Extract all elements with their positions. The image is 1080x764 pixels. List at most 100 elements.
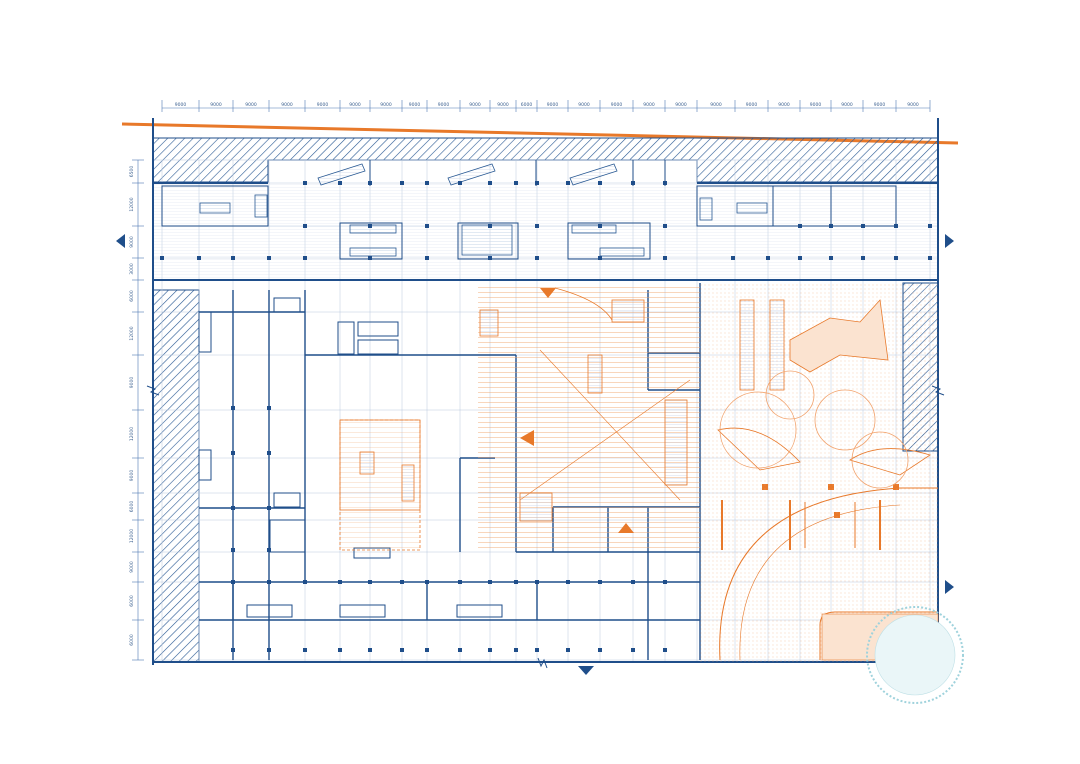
column xyxy=(197,256,201,260)
column xyxy=(631,648,635,652)
left-dimension-label: 9000 xyxy=(129,236,135,248)
column xyxy=(338,648,342,652)
column xyxy=(488,256,492,260)
left-dimension-label: 12000 xyxy=(129,529,135,543)
top-dimension-label: 6000 xyxy=(521,102,533,108)
top-dimension-label: 9000 xyxy=(710,102,722,108)
column xyxy=(267,451,271,455)
column xyxy=(267,548,271,552)
top-dimension-label: 9000 xyxy=(317,102,329,108)
top-dimension-label: 9000 xyxy=(746,102,758,108)
column xyxy=(303,256,307,260)
column xyxy=(829,224,833,228)
column xyxy=(400,181,404,185)
column xyxy=(566,648,570,652)
column xyxy=(861,224,865,228)
east-plaza xyxy=(700,283,939,662)
left-dimension-label: 12000 xyxy=(129,326,135,340)
left-dimension-label: 6500 xyxy=(129,166,135,178)
external-tree-inner xyxy=(874,614,956,696)
column xyxy=(928,256,932,260)
column xyxy=(663,580,667,584)
column xyxy=(458,648,462,652)
top-dimension-label: 9000 xyxy=(874,102,886,108)
top-dimension-label: 9000 xyxy=(578,102,590,108)
column xyxy=(598,224,602,228)
column xyxy=(231,406,235,410)
column xyxy=(798,256,802,260)
top-dimension-label: 9000 xyxy=(438,102,450,108)
section-marker-bottom-center xyxy=(578,666,594,675)
top-dimension-label: 9000 xyxy=(611,102,623,108)
column xyxy=(267,406,271,410)
column xyxy=(598,256,602,260)
column xyxy=(598,181,602,185)
left-dimension-label: 9000 xyxy=(129,470,135,482)
column xyxy=(303,580,307,584)
column xyxy=(303,648,307,652)
column xyxy=(368,256,372,260)
column xyxy=(458,580,462,584)
section-marker-right-upper xyxy=(945,234,954,248)
left-dimension-column: 6500120009000300060001200090001200090006… xyxy=(129,159,144,661)
top-dimension-label: 9000 xyxy=(469,102,481,108)
column xyxy=(731,256,735,260)
column xyxy=(267,506,271,510)
top-dimension-label: 9000 xyxy=(409,102,421,108)
top-dimension-label: 9000 xyxy=(175,102,187,108)
top-dimension-label: 9000 xyxy=(778,102,790,108)
north-escalators xyxy=(199,163,768,257)
column xyxy=(631,181,635,185)
column xyxy=(458,181,462,185)
column xyxy=(829,256,833,260)
column xyxy=(400,648,404,652)
top-dimension-label: 9000 xyxy=(810,102,822,108)
column xyxy=(663,648,667,652)
left-dimension-label: 6000 xyxy=(129,290,135,302)
column xyxy=(231,648,235,652)
column xyxy=(488,580,492,584)
column xyxy=(368,224,372,228)
atrium-zone xyxy=(339,285,700,552)
column xyxy=(267,580,271,584)
top-dimension-label: 9000 xyxy=(497,102,509,108)
column xyxy=(535,580,539,584)
column xyxy=(425,181,429,185)
column xyxy=(368,580,372,584)
column xyxy=(488,224,492,228)
column xyxy=(514,181,518,185)
column xyxy=(338,580,342,584)
column xyxy=(798,224,802,228)
top-dimension-label: 9000 xyxy=(349,102,361,108)
column xyxy=(267,256,271,260)
column xyxy=(231,548,235,552)
column xyxy=(566,580,570,584)
column xyxy=(566,181,570,185)
left-dimension-label: 6000 xyxy=(129,501,135,513)
column xyxy=(766,256,770,260)
column xyxy=(535,256,539,260)
left-dimension-label: 3000 xyxy=(129,263,135,275)
column xyxy=(488,648,492,652)
column xyxy=(368,181,372,185)
top-dimension-row: 9000 9000 9000 9000 9000 9000 9000 9000 9000 9000… xyxy=(161,100,931,112)
column xyxy=(535,648,539,652)
column xyxy=(400,580,404,584)
column xyxy=(267,648,271,652)
column xyxy=(663,256,667,260)
section-markers xyxy=(116,234,954,675)
column xyxy=(231,580,235,584)
section-marker-left-upper xyxy=(116,234,125,248)
column xyxy=(368,648,372,652)
column xyxy=(425,648,429,652)
column xyxy=(894,224,898,228)
column xyxy=(894,256,898,260)
left-dimension-label: 12000 xyxy=(129,197,135,211)
top-dimension-label: 9000 xyxy=(907,102,919,108)
top-dimension-label: 9000 xyxy=(643,102,655,108)
break-marks xyxy=(146,385,945,669)
column xyxy=(488,181,492,185)
left-dimension-label: 6000 xyxy=(129,634,135,646)
column xyxy=(598,580,602,584)
